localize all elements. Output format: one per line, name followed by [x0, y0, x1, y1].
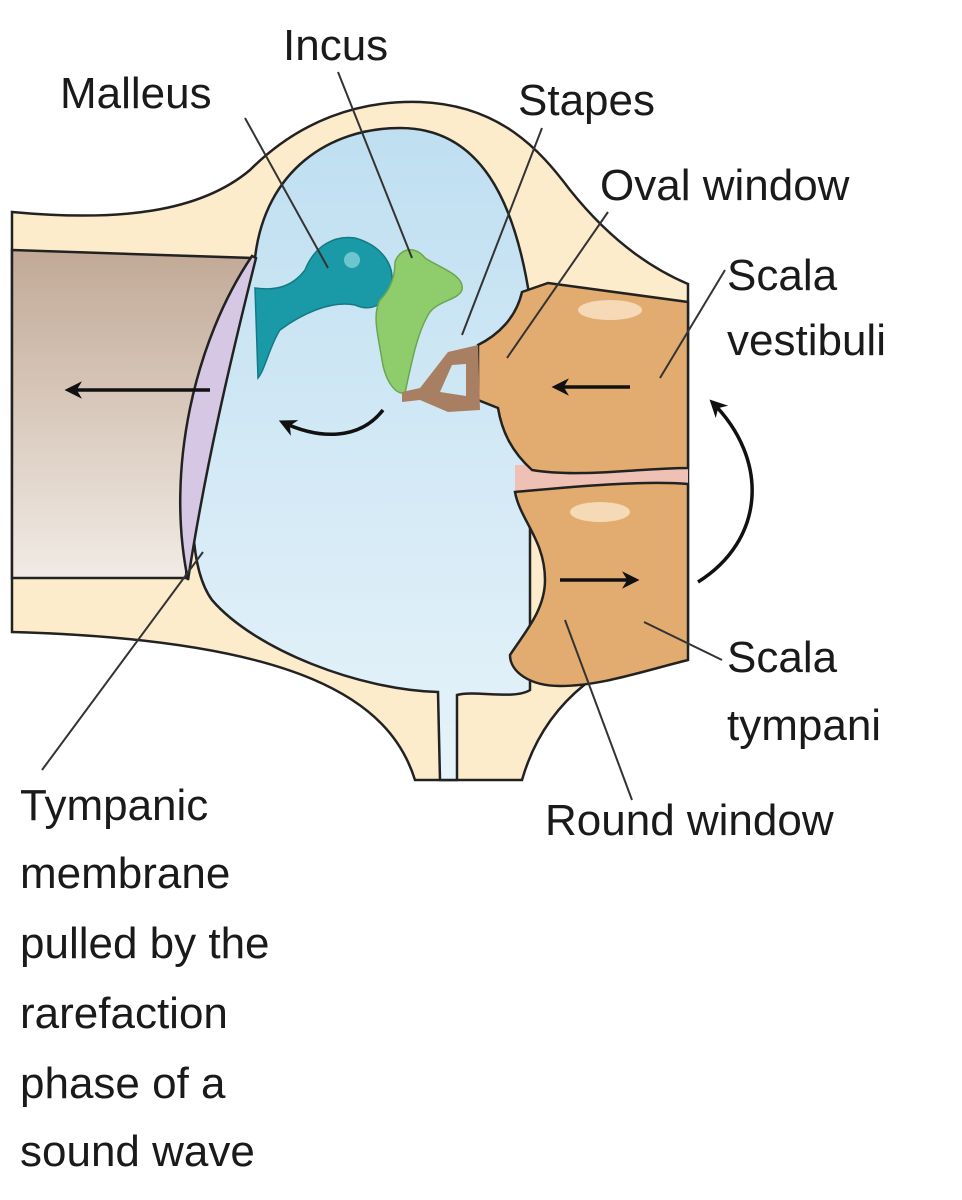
label-oval-window: Oval window — [600, 161, 850, 210]
scala-tympani-leader — [643, 621, 723, 661]
label-tympanic-membrane: phase of a — [20, 1059, 226, 1108]
round-window-leader — [564, 619, 633, 801]
fluid-flow-arrow — [697, 399, 754, 584]
label-scala-vestibuli: Scala — [727, 251, 838, 300]
stapes-leader — [461, 127, 543, 336]
label-malleus: Malleus — [60, 69, 212, 118]
scala-vestibuli-shape — [476, 281, 690, 475]
label-round-window: Round window — [545, 796, 834, 845]
label-scala-tympani: tympani — [727, 701, 881, 750]
label-stapes: Stapes — [518, 76, 655, 125]
scala-vestibuli-leader — [659, 269, 726, 379]
label-incus: Incus — [283, 21, 388, 70]
stapes-bone — [402, 345, 480, 412]
label-tympanic-membrane: pulled by the — [20, 919, 270, 968]
ossicle-arrow — [278, 408, 385, 437]
incus-bone — [375, 249, 463, 394]
label-scala-vestibuli: vestibuli — [727, 316, 886, 365]
malleus-leader — [244, 117, 329, 269]
incus-leader — [337, 71, 413, 259]
label-tympanic-membrane: Tympanic — [20, 781, 208, 830]
highlight — [570, 502, 630, 522]
label-tympanic-membrane: membrane — [20, 849, 230, 898]
highlight — [578, 300, 642, 320]
label-tympanic-membrane: rarefaction — [20, 989, 228, 1038]
oval-window-leader — [506, 211, 609, 359]
tympanic-membrane — [179, 254, 258, 581]
scala-tympani-shape — [508, 481, 690, 688]
label-scala-tympani: Scala — [727, 633, 838, 682]
label-tympanic-membrane: sound wave — [20, 1127, 255, 1176]
tympanic-membrane-leader — [41, 551, 204, 771]
malleus-highlight — [344, 252, 360, 268]
